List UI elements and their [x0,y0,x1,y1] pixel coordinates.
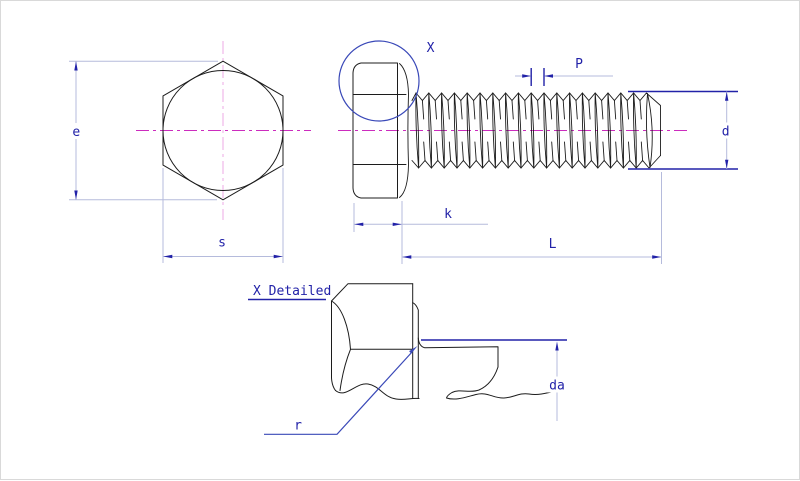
p-dimension: P [515,57,613,86]
s-dimension: s [162,168,284,263]
detail-chamfer-arc [331,300,351,350]
detail-lower-facet-edge [339,348,351,391]
s-arrow-left [163,254,173,259]
detail-callout-circle [338,40,420,122]
head-side-outline [352,62,398,199]
side-view: X P d k [338,40,738,264]
da-dimension: da [421,339,568,421]
length-dimension-label: L [549,237,557,252]
thread-pattern [411,92,661,169]
detail-outline [331,283,556,400]
e-label-patch [69,123,84,139]
detail-break-line-head [335,383,420,400]
detail-callout-label: X [427,41,435,56]
transition-diameter-label: da [549,379,565,394]
d-arrow-down [725,159,729,169]
head-height-dimension-label: k [444,207,452,222]
k-arrow-left [354,222,364,226]
k-dimension: k [353,201,488,264]
da-arrow-up [555,341,559,351]
e-dimension: e [69,60,218,201]
l-arrow-left [402,255,412,259]
pitch-dimension-label: P [575,57,583,72]
detail-washer-face [412,302,419,399]
l-dimension: L [402,172,662,264]
hex-head-outline [162,60,284,201]
da-label-patch [546,376,568,393]
d-dimension: d [628,90,738,170]
e-arrow-down [74,190,78,200]
fillet-radius-label: r [294,419,302,434]
r-arrowhead [409,346,418,354]
inscribed-circle [162,70,284,191]
detail-fillet-and-shank-top [417,337,499,368]
p-arrow-left [544,74,553,78]
thread-line [421,100,644,161]
thread-line [415,92,653,169]
d-arrow-up [725,91,729,101]
washer-face-edge [399,63,409,198]
detail-view-title: X Detailed [253,284,331,299]
s-dimension-label: s [218,236,226,251]
k-arrow-right [392,222,402,226]
detail-head-left-edge [331,283,414,391]
e-arrow-up [74,61,78,71]
diameter-dimension-label: d [722,125,730,140]
d-label-patch [718,122,734,139]
p-arrow-right [522,74,532,78]
e-dimension-label: e [72,125,80,140]
l-arrow-right [652,255,662,259]
detail-view: X Detailed da r [248,283,568,435]
r-leader-line [264,351,413,435]
thread-line [411,92,661,156]
front-view: e s [69,41,311,263]
s-arrow-right [273,254,283,259]
r-leader: r [264,346,418,435]
detail-break-line-shank [446,366,556,400]
